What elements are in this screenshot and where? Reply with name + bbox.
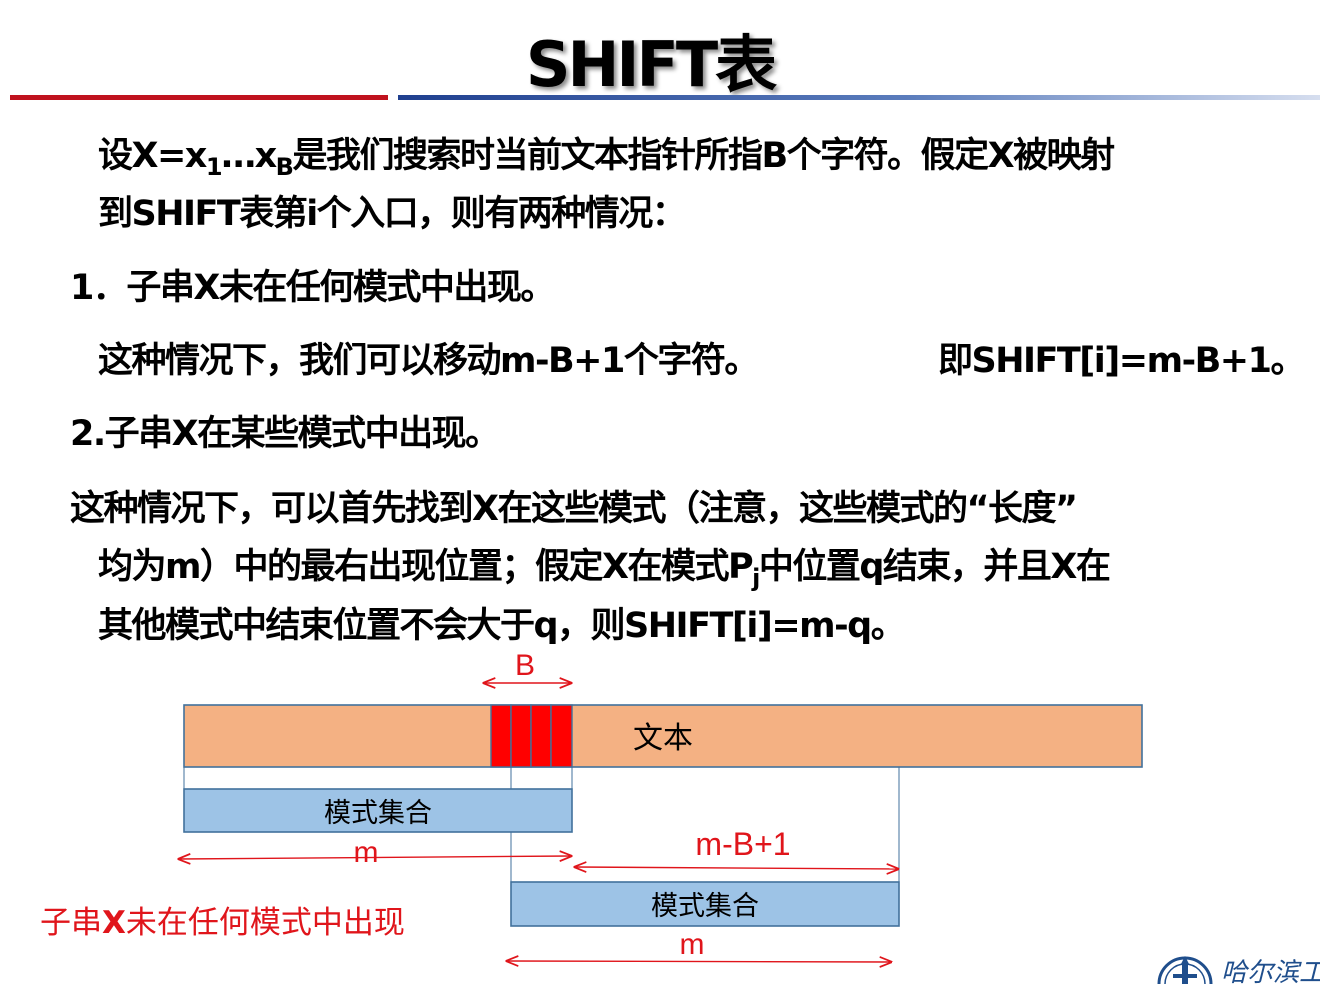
m-arrow-1 bbox=[179, 856, 571, 859]
window-char bbox=[530, 704, 552, 768]
b-label: B bbox=[515, 649, 535, 682]
university-logo: 哈尔滨工 bbox=[1155, 940, 1320, 988]
case1-heading: 1．子串X未在任何模式中出现。 bbox=[70, 268, 555, 308]
shift-label: m-B+1 bbox=[695, 826, 790, 862]
text-bar-label: 文本 bbox=[633, 721, 693, 756]
window-char bbox=[510, 704, 532, 768]
intro-line-1: 设X=x1…xB是我们搜索时当前文本指针所指B个字符。假定X被映射 bbox=[98, 136, 1115, 181]
pattern-box-1 bbox=[183, 788, 573, 833]
m-label-1: m bbox=[354, 836, 379, 869]
case1-text: 这种情况下，我们可以移动m-B+1个字符。 bbox=[98, 341, 759, 381]
university-name: 哈尔滨工 bbox=[1221, 958, 1320, 988]
case2-line-2: 均为m）中的最右出现位置；假定X在模式Pj中位置q结束，并且X在 bbox=[98, 547, 1111, 592]
case1-formula: 即SHIFT[i]=m-B+1。 bbox=[938, 341, 1305, 381]
slide-title: SHIFT表 bbox=[525, 28, 777, 101]
university-emblem-icon bbox=[1157, 956, 1213, 984]
title-rule-red bbox=[10, 95, 388, 100]
m-arrow-2 bbox=[507, 961, 891, 962]
pattern-box-2 bbox=[510, 881, 900, 927]
text-bar bbox=[183, 704, 1143, 768]
title-rule-blue bbox=[398, 95, 1320, 100]
case2-line-1: 这种情况下，可以首先找到X在这些模式（注意，这些模式的“长度” bbox=[70, 489, 1078, 529]
case2-line-3: 其他模式中结束位置不会大于q，则SHIFT[i]=m-q。 bbox=[98, 606, 906, 646]
shift-arrow bbox=[575, 867, 898, 869]
window-char bbox=[550, 704, 573, 768]
pattern-box-1-label: 模式集合 bbox=[324, 798, 432, 829]
window-char bbox=[490, 704, 512, 768]
case2-heading: 2.子串X在某些模式中出现。 bbox=[70, 414, 500, 454]
intro-line-2: 到SHIFT表第i个入口，则有两种情况： bbox=[98, 194, 687, 234]
pattern-box-2-label: 模式集合 bbox=[651, 891, 759, 922]
window-chars bbox=[490, 704, 573, 768]
m-label-2: m bbox=[680, 928, 705, 961]
case1-caption: 子串X未在任何模式中出现 bbox=[40, 905, 405, 941]
